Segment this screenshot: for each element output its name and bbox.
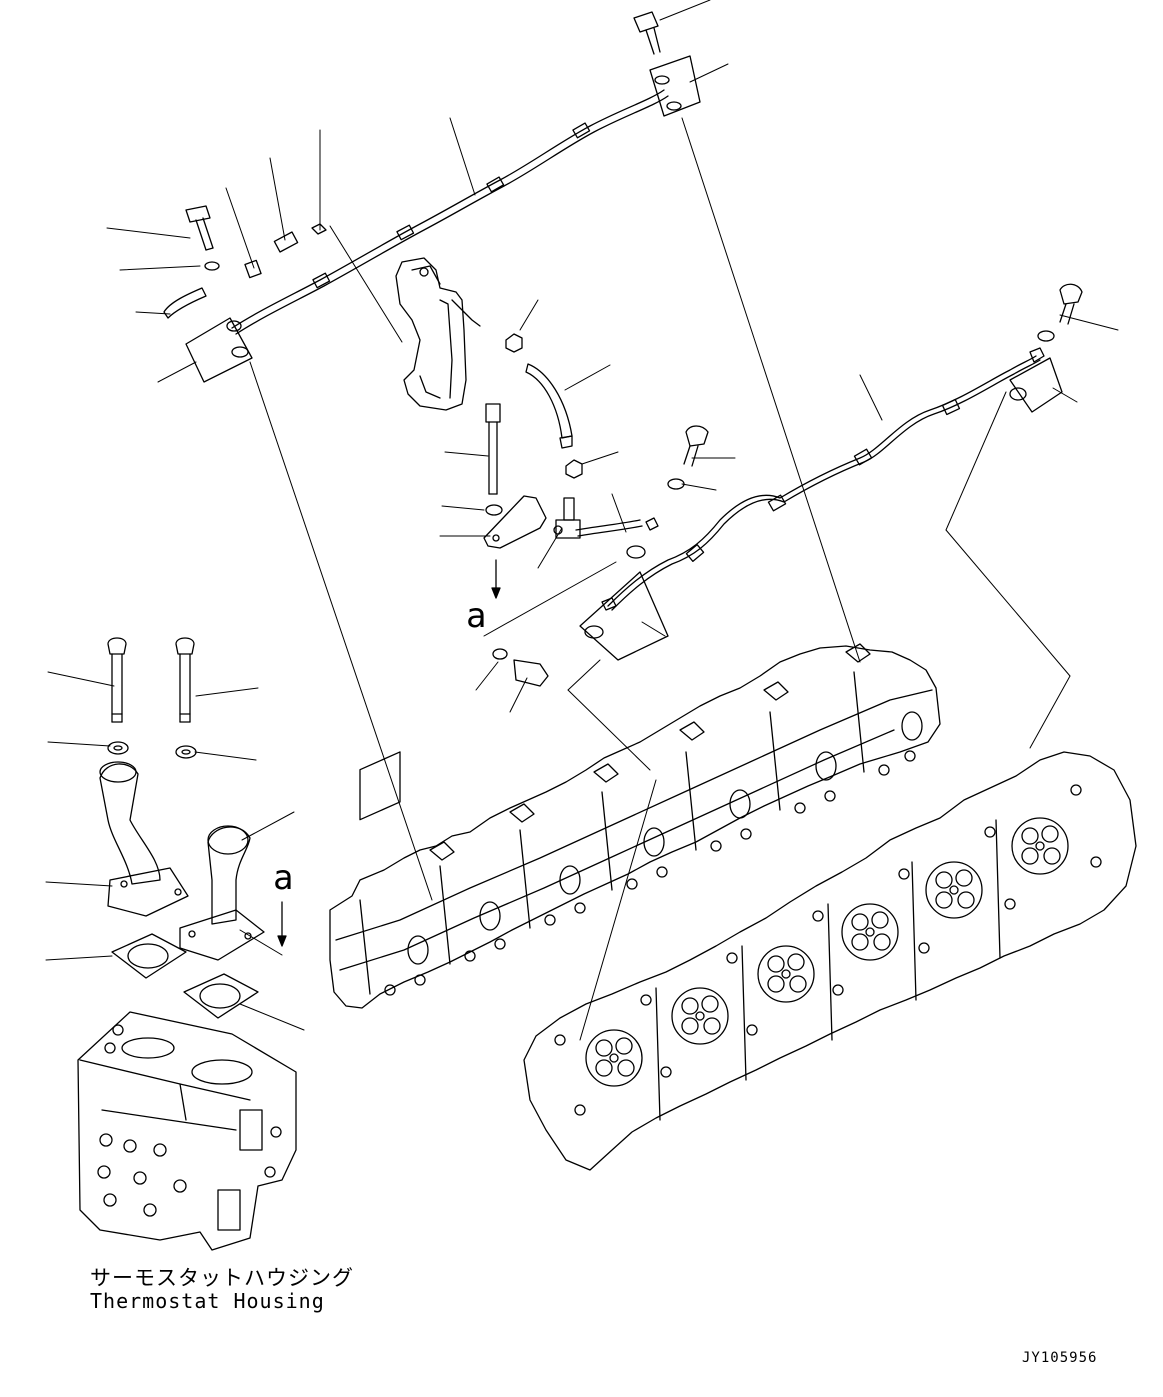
cylinder-head-row-1 [330, 644, 940, 1008]
caption-english: Thermostat Housing [90, 1289, 325, 1313]
support-bracket [396, 258, 582, 478]
upper-left-tube-assembly [164, 12, 700, 382]
center-bolt-bracket [484, 404, 580, 598]
elbow-assembly [100, 638, 286, 1018]
cylinder-head-row-2 [524, 752, 1136, 1170]
reference-mark-a-lower: a [273, 858, 294, 898]
leader-lines [46, 0, 1118, 1040]
caption-japanese: サーモスタットハウジング [90, 1266, 354, 1290]
thermostat-housing [78, 1012, 296, 1250]
right-tube-assembly [493, 284, 1082, 686]
reference-mark-a-upper: a [466, 596, 487, 636]
drawing-number: JY105956 [1022, 1350, 1098, 1366]
